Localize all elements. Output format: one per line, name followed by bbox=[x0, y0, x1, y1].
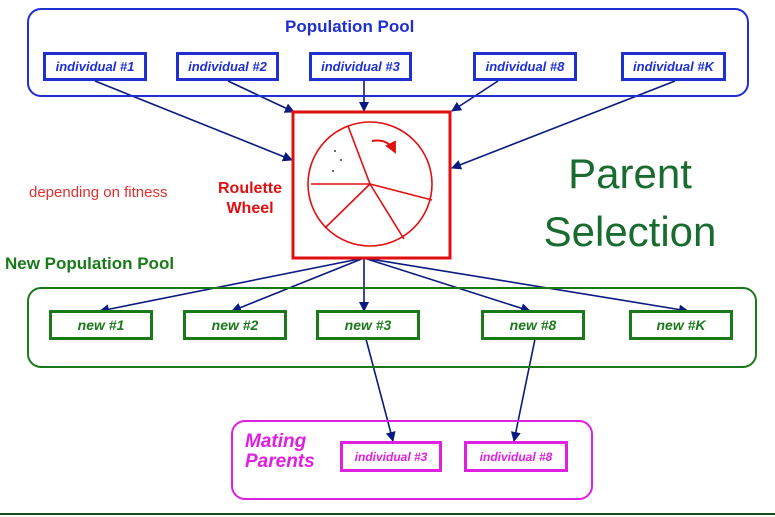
arrow-ind1-roulette bbox=[94, 80, 293, 162]
roulette-label-line1: Roulette bbox=[218, 180, 282, 197]
new-population-pool bbox=[27, 287, 757, 368]
parent-selection-line1: Parent bbox=[568, 150, 692, 197]
roulette-label-line2: Wheel bbox=[226, 200, 274, 217]
population-individual-2: individual #2 bbox=[176, 52, 279, 81]
mating-parents-title: Mating Parents bbox=[245, 432, 315, 472]
new-population-pool-title: New Population Pool bbox=[5, 254, 175, 273]
roulette-slices bbox=[311, 125, 433, 240]
mating-parents-pool bbox=[231, 420, 593, 500]
new-item-8: new #8 bbox=[481, 310, 585, 340]
spin-arrow-icon bbox=[371, 139, 396, 154]
arrow-new8-mating bbox=[510, 338, 536, 442]
arrow-new3-mating bbox=[365, 338, 396, 442]
arrows-to-new-population bbox=[99, 257, 689, 315]
fitness-note: depending on fitness bbox=[29, 184, 168, 201]
new-item-3: new #3 bbox=[316, 310, 420, 340]
population-individual-3: individual #3 bbox=[309, 52, 412, 81]
population-pool bbox=[27, 8, 749, 97]
arrow-roulette-new1 bbox=[99, 257, 365, 315]
population-individual-K: individual #K bbox=[621, 52, 726, 81]
arrow-roulette-new2 bbox=[231, 257, 365, 313]
mating-title-line2: Parents bbox=[245, 451, 315, 472]
mating-individual-8: individual #8 bbox=[464, 441, 568, 472]
new-item-1: new #1 bbox=[49, 310, 153, 340]
new-item-2: new #2 bbox=[183, 310, 287, 340]
parent-selection-title: Parent Selection bbox=[515, 145, 745, 261]
arrows-to-mating bbox=[365, 338, 536, 442]
mating-title-line1: Mating bbox=[245, 431, 307, 452]
population-individual-1: individual #1 bbox=[43, 52, 147, 81]
arrow-roulette-new8 bbox=[363, 257, 531, 314]
roulette-label: Roulette Wheel bbox=[210, 179, 290, 219]
roulette-wheel bbox=[291, 110, 452, 260]
population-pool-title: Population Pool bbox=[285, 17, 415, 36]
roulette-dots bbox=[332, 150, 342, 172]
roulette-circle bbox=[307, 121, 433, 247]
mating-individual-3: individual #3 bbox=[340, 441, 442, 472]
arrow-roulette-newK bbox=[363, 257, 689, 315]
population-individual-8: individual #8 bbox=[473, 52, 577, 81]
parent-selection-line2: Selection bbox=[543, 208, 717, 255]
bottom-divider bbox=[0, 513, 775, 515]
new-item-K: new #K bbox=[629, 310, 733, 340]
